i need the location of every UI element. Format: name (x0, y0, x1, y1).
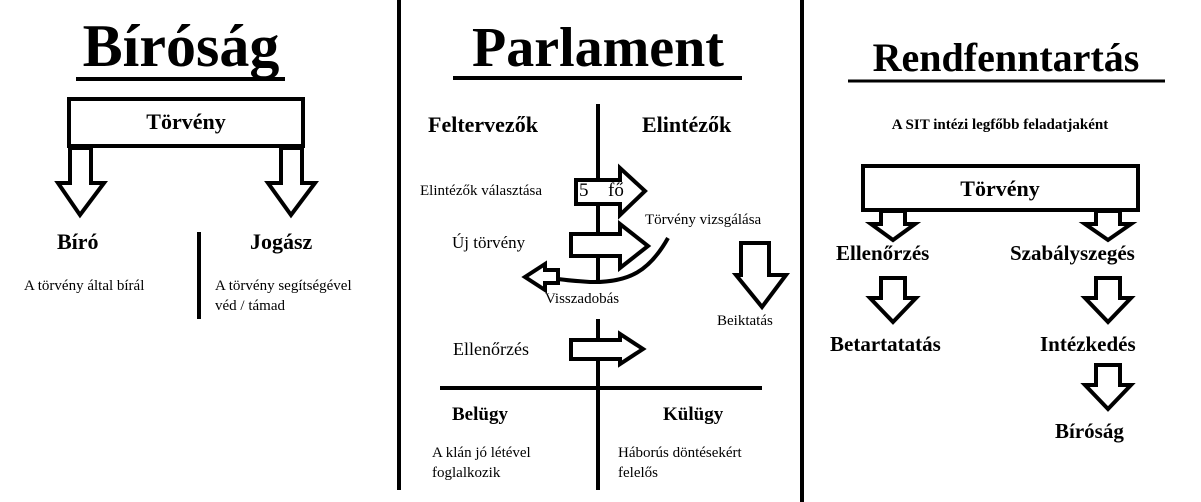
arrow-down-lawyer-icon (264, 146, 319, 219)
court-law-label: Törvény (146, 109, 226, 134)
enforcement-compliance: Betartatatás (830, 332, 941, 356)
arrow-down-court-icon (1080, 363, 1136, 412)
arrow-down-inspection-icon (864, 209, 922, 243)
arrow-down-enforcement-icon (865, 276, 921, 325)
court-law-box (67, 97, 305, 148)
foreign-description-line2: felelős (618, 465, 658, 481)
law-review-label: Törvény vizsgálása (645, 212, 762, 228)
arrow-right-new-law-icon (569, 219, 652, 273)
new-law-label: Új törvény (452, 233, 526, 252)
planners-heading: Feltervezők (428, 112, 538, 137)
parliament-title: Parlament (472, 17, 724, 79)
lawyer-description-line2: véd / támad (215, 298, 285, 314)
enactment-label: Beiktatás (717, 313, 773, 329)
rejection-curve (557, 237, 670, 285)
interior-description-line1: A klán jó létével (432, 445, 531, 461)
election-count: 5 (579, 180, 589, 201)
interior-heading: Belügy (452, 404, 508, 425)
enforcement-inspection: Ellenőrzés (836, 241, 930, 265)
lawyer-title: Jogász (250, 229, 313, 254)
arrow-right-inspection-icon (569, 330, 647, 368)
enforcement-law-box (861, 164, 1140, 212)
arrow-down-violation-icon (1078, 209, 1138, 243)
inspection-label: Ellenőrzés (453, 339, 529, 359)
executor-election-label: Elintézők választása (420, 183, 543, 199)
arrow-down-measure-icon (1080, 276, 1136, 325)
judge-description: A törvény által bírál (24, 278, 145, 294)
interior-description-line2: foglalkozik (432, 465, 501, 481)
executors-heading: Elintézők (642, 112, 732, 137)
rejection-label: Visszadobás (545, 291, 620, 307)
enforcement-measure: Intézkedés (1040, 332, 1136, 356)
enforcement-law-label: Törvény (960, 176, 1040, 201)
enforcement-subtitle: A SIT intézi legfőbb feladatjaként (891, 117, 1109, 133)
lawyer-description-line1: A törvény segítségével (215, 278, 352, 294)
enforcement-court: Bíróság (1055, 419, 1124, 443)
arrow-left-rejection-icon (521, 260, 560, 294)
arrow-right-election-icon (574, 163, 648, 220)
foreign-description-line1: Háborús döntésekért (618, 445, 742, 461)
enforcement-violation: Szabályszegés (1010, 241, 1135, 265)
arrow-down-judge-icon (54, 146, 108, 219)
election-unit: fő (608, 180, 624, 201)
arrow-down-enactment-icon (731, 241, 790, 311)
foreign-heading: Külügy (663, 404, 724, 425)
judge-title: Bíró (57, 229, 99, 254)
court-title: Bíróság (82, 13, 280, 79)
enforcement-title: Rendfenntartás (872, 35, 1140, 80)
